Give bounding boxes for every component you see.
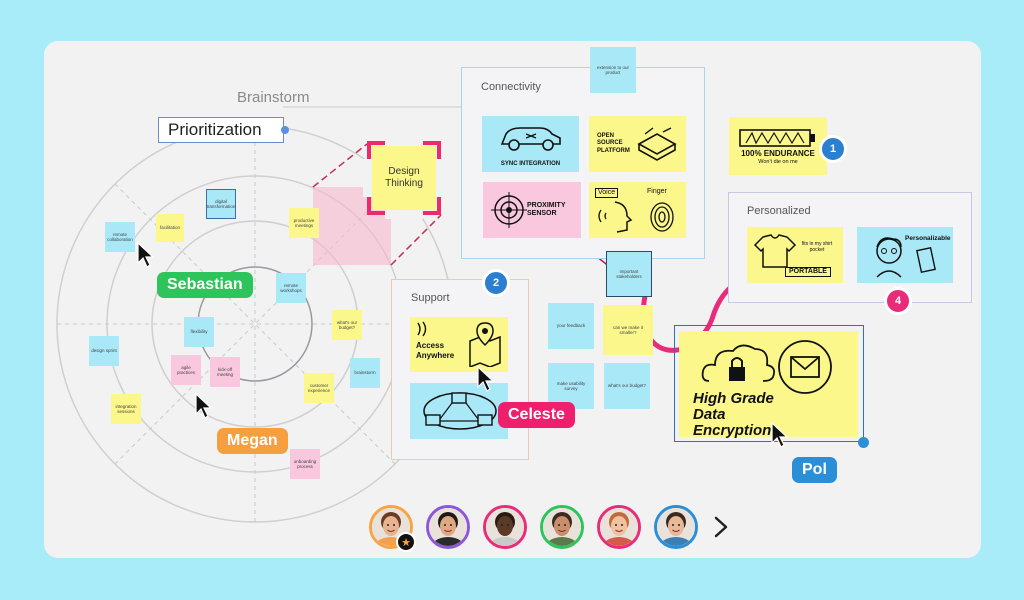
design-thinking-note[interactable]: Design Thinking <box>372 146 436 210</box>
finger-label: Finger <box>647 188 667 195</box>
sticky-note[interactable]: what's our budget? <box>332 310 362 340</box>
sticky-note[interactable]: integration sessions <box>111 394 141 424</box>
whiteboard-canvas[interactable]: Brainstorm Prioritization remote collabo… <box>44 41 981 558</box>
car-icon <box>500 127 561 151</box>
design-thinking-frame[interactable]: Design Thinking <box>363 137 445 219</box>
personalized-title: Personalized <box>747 205 811 217</box>
prioritization-label[interactable]: Prioritization <box>158 117 284 143</box>
shirt-icon <box>753 234 797 268</box>
participant-avatar[interactable]: ★ <box>369 505 416 552</box>
sticky-note[interactable]: agile practices <box>171 355 201 385</box>
personalizable-sketch[interactable]: Personalizable <box>857 227 953 283</box>
resize-handle[interactable] <box>858 437 869 448</box>
sticky-note[interactable]: customer experience <box>304 373 334 403</box>
cursor-sebastian <box>137 241 155 268</box>
badge-4: 4 <box>884 287 912 315</box>
cursor-pol <box>771 421 789 448</box>
voice-label: Voice <box>595 188 619 199</box>
sync-label: SYNC INTEGRATION <box>500 160 561 167</box>
fingerprint-icon <box>650 202 674 232</box>
access-anywhere-sketch[interactable]: Access Anywhere <box>410 317 508 372</box>
endurance-subtext: Won't die on me <box>758 158 798 165</box>
access-anywhere-text: Access Anywhere <box>416 341 455 360</box>
sticky-note[interactable]: make usability survey <box>548 363 594 409</box>
sticky-note[interactable]: brainstorm <box>350 358 380 388</box>
sticky-note[interactable]: flexibility <box>184 317 214 347</box>
selection-handle[interactable] <box>281 126 289 134</box>
badge-1: 1 <box>819 135 847 163</box>
sticky-note[interactable]: kick-off meeting <box>210 357 240 387</box>
proximity-sensor-sketch[interactable]: PROXIMITY SENSOR <box>483 182 581 238</box>
sticky-note[interactable]: remote workshops <box>276 273 306 303</box>
support-title: Support <box>411 292 450 304</box>
person-icon <box>876 237 902 278</box>
sticky-note[interactable]: onboarding process <box>290 449 320 479</box>
sticky-note[interactable]: facilitation <box>156 214 184 242</box>
portable-sketch[interactable]: fits in my shirt pocket PORTABLE <box>747 227 843 283</box>
data-encryption-sketch[interactable]: High Grade Data Encryption <box>679 331 858 439</box>
target-icon <box>491 192 527 228</box>
participant-avatar[interactable] <box>654 505 698 549</box>
selection-box[interactable] <box>674 325 864 442</box>
brainstorm-title: Brainstorm <box>237 89 310 106</box>
endurance-sketch[interactable]: 100% ENDURANCE Won't die on me <box>729 117 827 175</box>
participant-avatar[interactable] <box>483 505 527 549</box>
sticky-note[interactable]: remote collaboration <box>105 222 135 252</box>
open-source-sketch[interactable]: OPEN SOURCE PLATFORM <box>589 116 686 172</box>
cloud-lock-mail-icon <box>701 340 832 394</box>
sticky-note[interactable]: what's our budget? <box>604 363 650 409</box>
sticky-note[interactable]: important stakeholders <box>606 251 652 297</box>
name-tag-pol: Pol <box>792 457 837 483</box>
participant-avatar[interactable] <box>426 505 470 549</box>
name-tag-celeste: Celeste <box>498 402 575 428</box>
name-tag-sebastian: Sebastian <box>157 272 253 298</box>
network-sketch[interactable] <box>410 383 508 439</box>
cursor-celeste <box>477 365 495 392</box>
sticky-note[interactable]: design sprint <box>89 336 119 366</box>
endurance-text: 100% ENDURANCE <box>741 148 815 158</box>
data-encryption-text: High Grade Data Encryption <box>693 390 774 439</box>
sticky-note[interactable]: can we make it smaller? <box>603 305 653 355</box>
connectivity-title: Connectivity <box>481 81 541 93</box>
sticky-note[interactable]: productive meetings <box>289 208 319 238</box>
participant-avatar[interactable] <box>597 505 641 549</box>
personalizable-text: Personalizable <box>905 235 951 242</box>
signal-icon <box>417 321 427 337</box>
sticky-note[interactable]: digital transformation <box>206 189 236 219</box>
box-icon <box>637 127 677 161</box>
sync-integration-sketch[interactable]: SYNC INTEGRATION <box>482 116 579 172</box>
name-tag-megan: Megan <box>217 428 288 454</box>
phone-icon <box>916 247 936 274</box>
network-icon <box>423 392 497 430</box>
map-pin-icon <box>469 322 501 367</box>
battery-icon <box>739 129 815 147</box>
participants-bar: ★ <box>369 503 729 553</box>
fits-text: fits in my shirt pocket <box>801 241 833 253</box>
open-source-label: OPEN SOURCE PLATFORM <box>597 133 630 154</box>
proximity-label: PROXIMITY SENSOR <box>527 201 566 217</box>
cursor-megan <box>195 392 213 419</box>
chevron-right-icon[interactable] <box>712 515 730 539</box>
badge-2: 2 <box>482 269 510 297</box>
sticky-note[interactable]: extension to our product <box>590 47 636 93</box>
participant-avatar[interactable] <box>540 505 584 549</box>
portable-tag: PORTABLE <box>785 267 831 278</box>
sticky-note[interactable]: your feedback <box>548 303 594 349</box>
voice-finger-sketch[interactable]: Voice Finger <box>589 182 686 238</box>
face-profile-icon <box>598 201 633 233</box>
host-star-icon: ★ <box>396 532 416 552</box>
